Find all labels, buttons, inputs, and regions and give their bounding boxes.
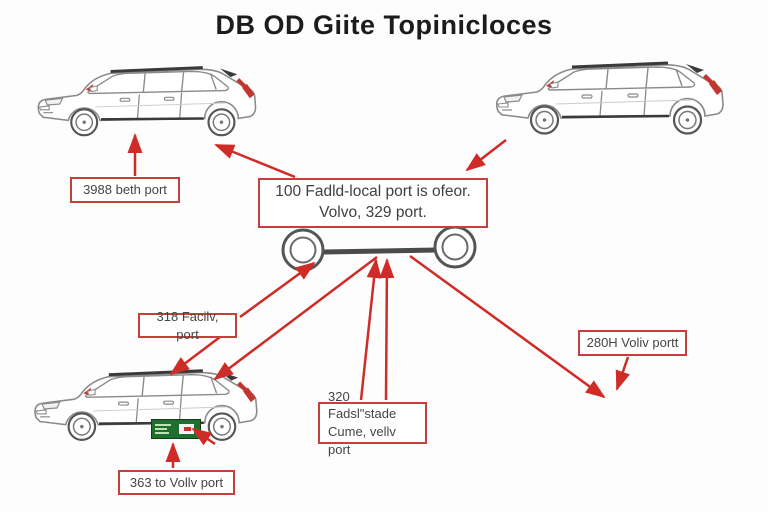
arrow-280box-down — [615, 356, 630, 391]
label-box-318-facilv-port: 318 Facilv, port — [138, 309, 237, 342]
arrow-320box-to-axle-right — [379, 258, 395, 401]
diagram-title: DB OD Giite Topinicloces — [215, 10, 553, 40]
wheels-axle-icon — [281, 225, 477, 272]
green-port-label-icon — [151, 419, 201, 439]
label-text: 3988 beth port — [83, 182, 167, 198]
label-text: 363 to Vollv port — [129, 474, 224, 490]
label-text-line1: 100 Fadld-local port is ofeor. — [275, 183, 471, 201]
label-text-line1: 320 Fadsl"stade — [328, 388, 397, 422]
label-box-central-volvo-port: 100 Fadld-local port is ofeor. Volvo, 32… — [258, 178, 488, 228]
label-text: 318 Facilv, port — [156, 308, 219, 342]
arrow-320box-to-axle-left — [359, 258, 382, 401]
arrow-axle-to-bottom-right — [409, 254, 606, 399]
label-text: 280H Voliv portt — [586, 335, 679, 351]
car-illustration-top-right-icon — [494, 61, 725, 136]
label-box-280h-voliv-port: 280H Voliv portt — [578, 330, 687, 356]
label-text-line2: Volvo, 329 port. — [319, 204, 427, 221]
label-box-363-to-vollv-port: 363 to Vollv port — [118, 470, 235, 495]
label-box-3988-beth-port: 3988 beth port — [70, 177, 180, 203]
label-text-line2: Cume, vellv port — [328, 424, 396, 457]
car-illustration-bottom-left-icon — [33, 369, 259, 442]
arrow-318box-to-left-wheel — [239, 261, 316, 319]
label-box-320-fadsl-stade: 320 Fadsl"stade Cume, vellv port — [318, 389, 427, 457]
car-illustration-top-left-icon — [36, 66, 258, 137]
